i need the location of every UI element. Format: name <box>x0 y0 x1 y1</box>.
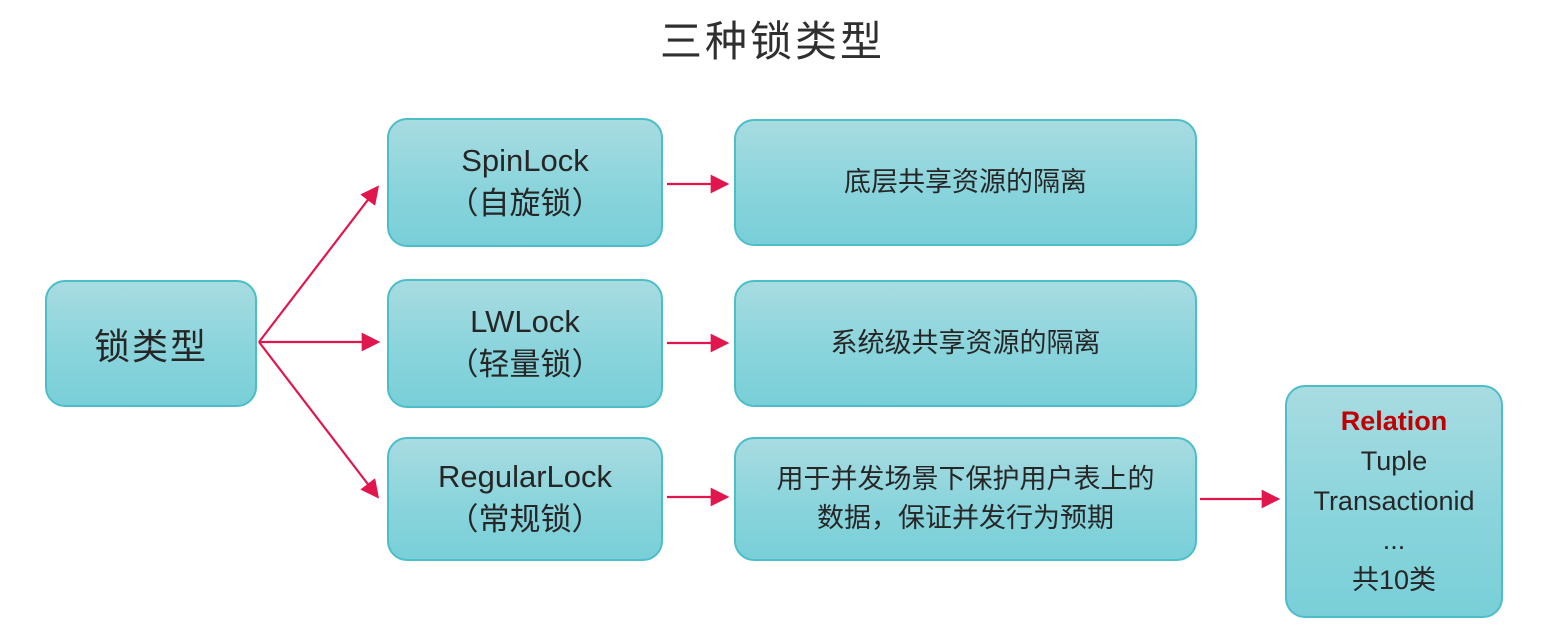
lwlock-desc-text: 系统级共享资源的隔离 <box>830 327 1101 358</box>
node-spinlock: SpinLock （自旋锁） <box>387 118 663 247</box>
arrow-root-to-spinlock <box>258 185 380 343</box>
node-regularlock: RegularLock （常规锁） <box>387 437 663 561</box>
root-label: 锁类型 <box>93 325 208 367</box>
spinlock-name-cn: （自旋锁） <box>447 185 603 221</box>
node-spinlock-desc: 底层共享资源的隔离 <box>734 119 1197 246</box>
regularlock-name-cn: （常规锁） <box>447 502 603 537</box>
node-relation-lock-objects: Relation Tuple Transactionid ... 共10类 <box>1285 385 1503 618</box>
relation-line-transactionid: Transactionid <box>1313 485 1475 516</box>
node-lwlock: LWLock （轻量锁） <box>387 279 663 408</box>
node-regularlock-desc: 用于并发场景下保护用户表上的数据，保证并发行为预期 <box>734 437 1197 561</box>
lwlock-name-cn: （轻量锁） <box>447 346 603 382</box>
spinlock-name: SpinLock <box>461 142 589 178</box>
spinlock-desc-text: 底层共享资源的隔离 <box>844 166 1087 197</box>
regularlock-name: RegularLock <box>437 459 613 495</box>
relation-line-relation: Relation <box>1340 406 1448 437</box>
arrow-root-to-regularlock <box>258 341 380 499</box>
lwlock-name: LWLock <box>470 303 580 339</box>
relation-line-tuple: Tuple <box>1360 445 1428 476</box>
regularlock-desc-text: 用于并发场景下保护用户表上的数据，保证并发行为预期 <box>776 463 1155 533</box>
relation-line-ellipsis: ... <box>1382 525 1406 556</box>
node-lock-type-root: 锁类型 <box>45 280 257 407</box>
node-lwlock-desc: 系统级共享资源的隔离 <box>734 280 1197 407</box>
relation-line-total: 共10类 <box>1351 565 1437 596</box>
diagram-title: 三种锁类型 <box>659 18 885 65</box>
